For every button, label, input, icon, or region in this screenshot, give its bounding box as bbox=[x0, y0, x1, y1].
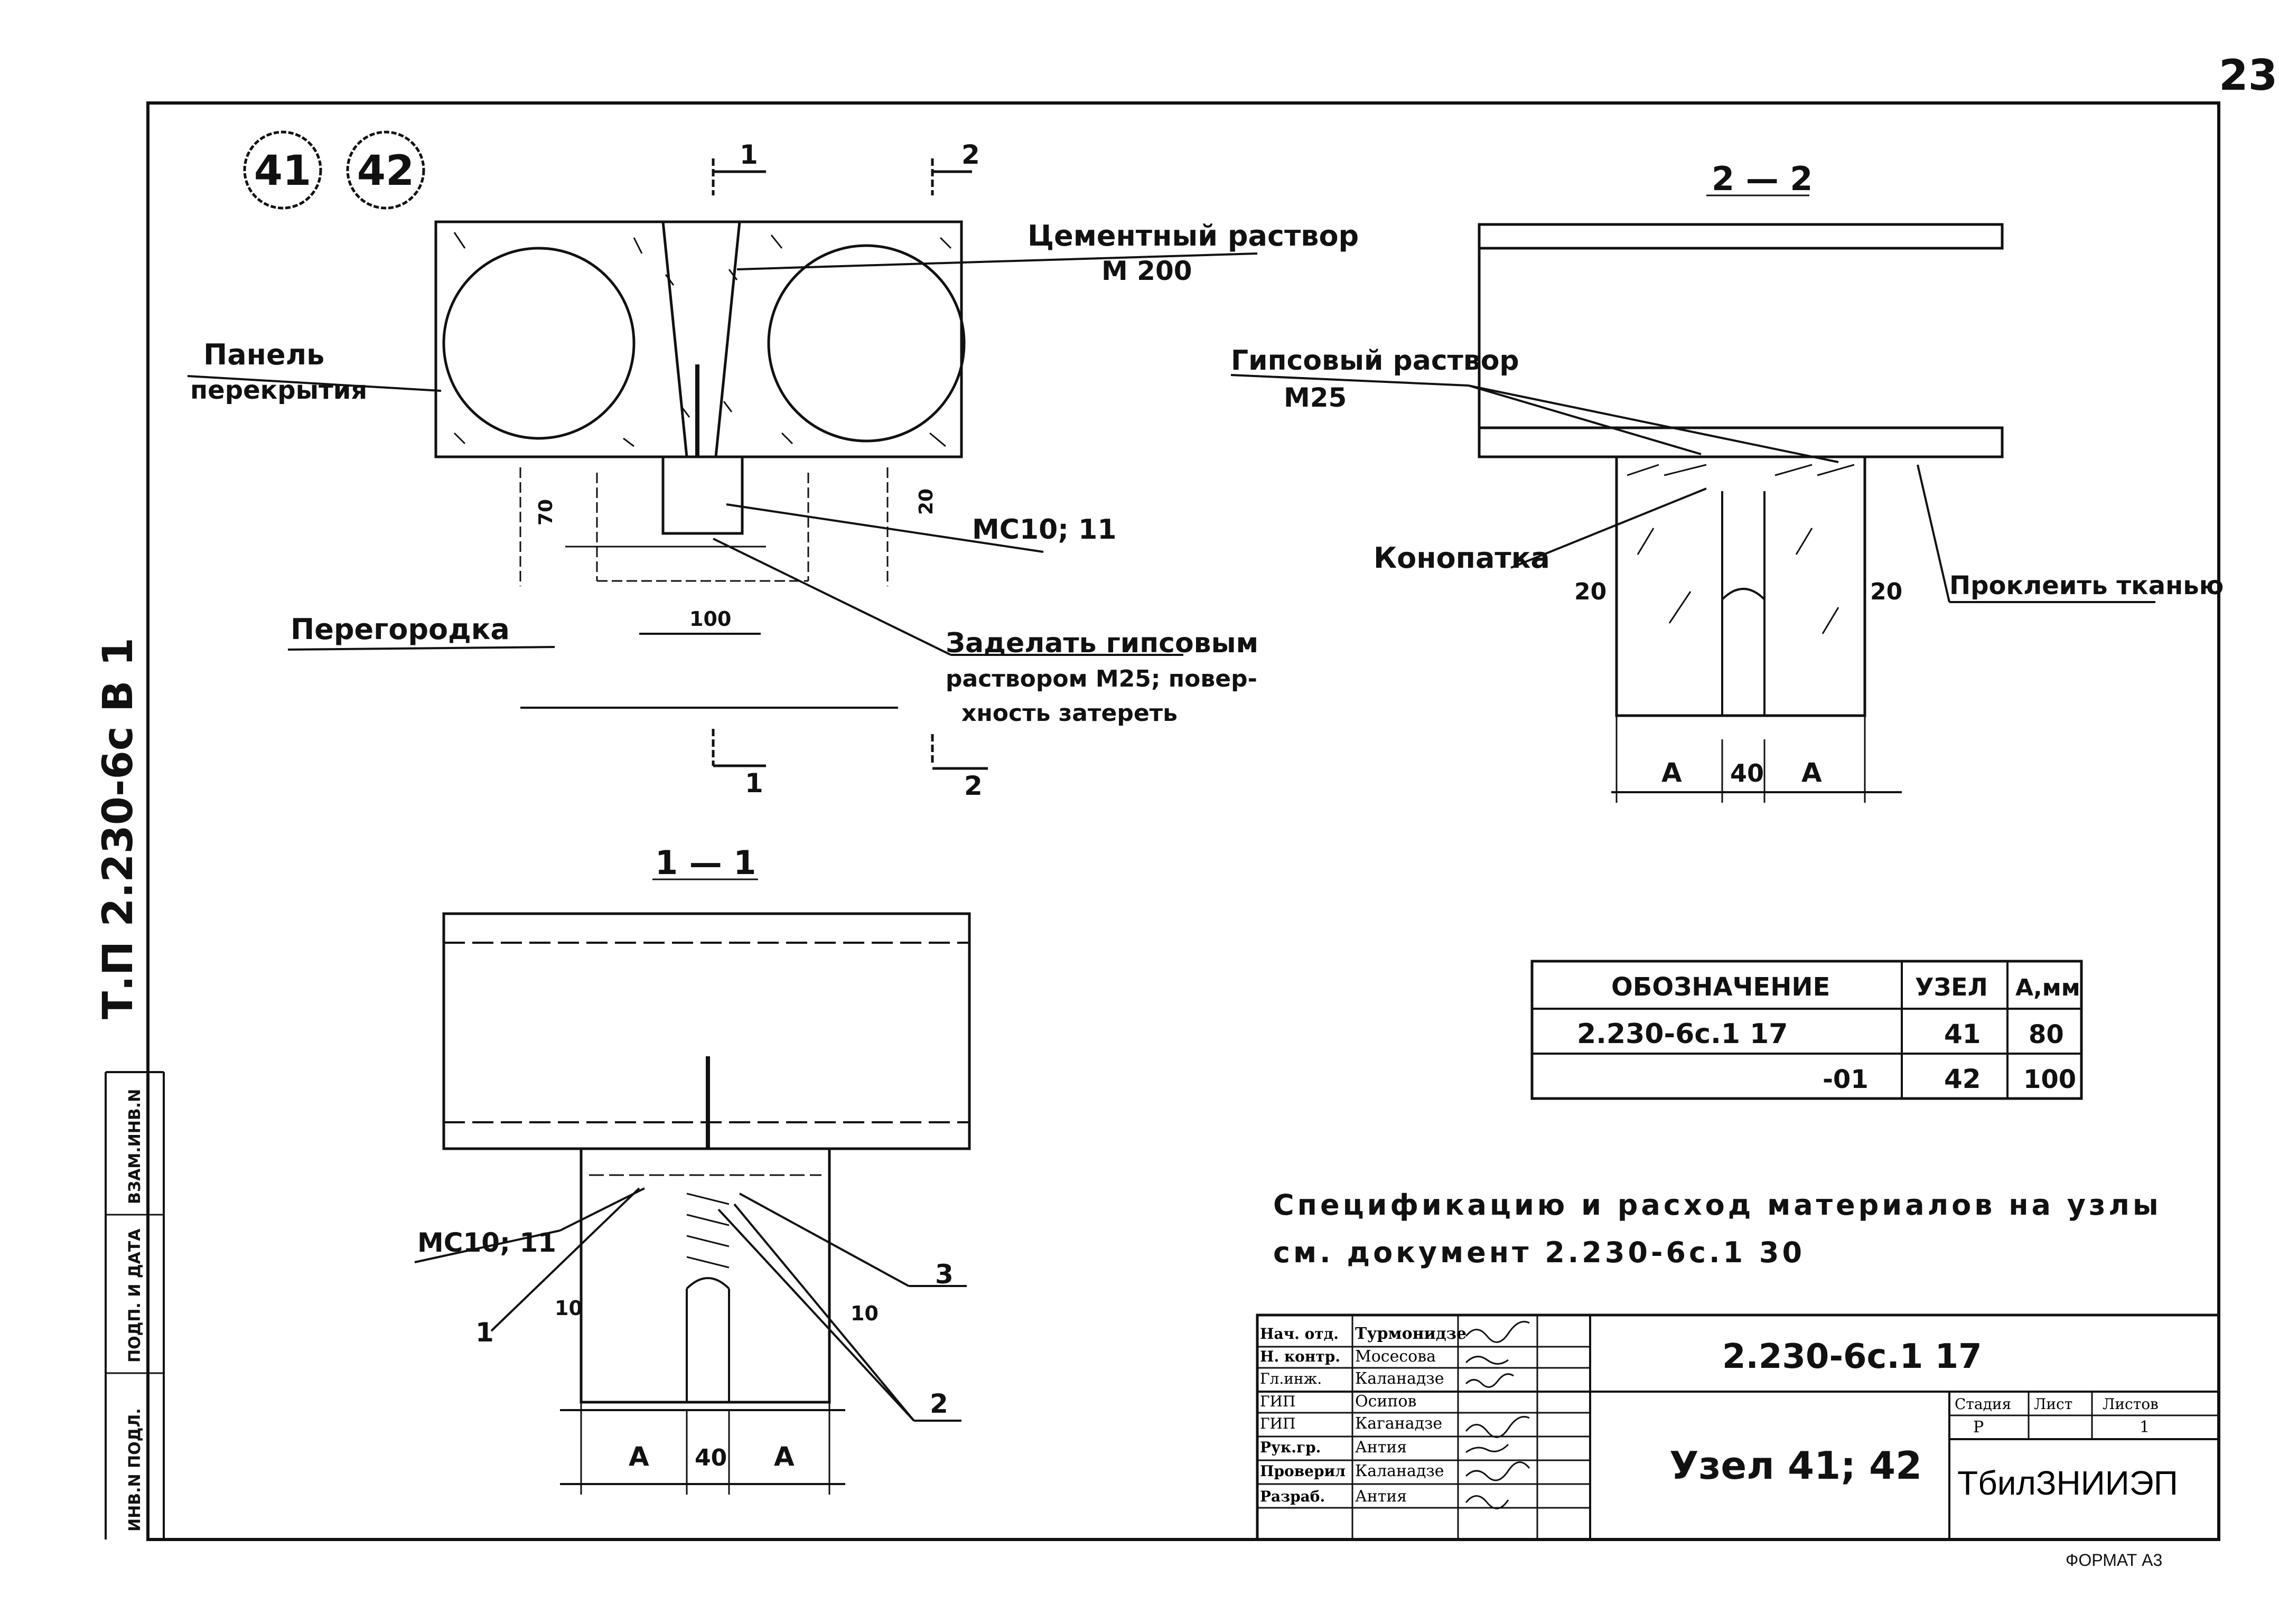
plan-section-mark-1-top: 1 bbox=[740, 139, 758, 170]
s11-dim-right-10: 10 bbox=[851, 1302, 879, 1325]
label-cement-mortar-grade: М 200 bbox=[1101, 256, 1192, 286]
node-marker-42: 42 bbox=[346, 130, 425, 210]
spec-header-node: УЗЕЛ bbox=[1915, 973, 1988, 1001]
spec-cell: 80 bbox=[2029, 1020, 2064, 1049]
tb-doc-code: 2.230-6с.1 17 bbox=[1722, 1337, 1982, 1376]
tb-role: ГИП bbox=[1260, 1393, 1295, 1410]
tb-sheet-title: Узел 41; 42 bbox=[1669, 1443, 1922, 1488]
section-1-1: 1 — 1 МС10; 11 1 3 2 10 bbox=[414, 843, 971, 1495]
s11-dim-left-10: 10 bbox=[555, 1297, 583, 1320]
spec-cell: -01 bbox=[1823, 1065, 1869, 1094]
tb-name: Каганадзе bbox=[1355, 1414, 1442, 1433]
spec-header-designation: ОБОЗНАЧЕНИЕ bbox=[1611, 972, 1830, 1002]
label-bolt-section: МС10; 11 bbox=[417, 1227, 556, 1258]
note-line-2: см. документ 2.230-6с.1 30 bbox=[1273, 1236, 1805, 1269]
label-partition: Перегородка bbox=[291, 613, 510, 646]
callout-2: 2 bbox=[930, 1388, 948, 1419]
tb-sheets-header: Листов bbox=[2103, 1395, 2159, 1413]
tb-name: Каланадзе bbox=[1355, 1369, 1444, 1388]
signatures bbox=[1465, 1321, 1530, 1509]
side-label-signature: ПОДП. И ДАТА bbox=[126, 1228, 144, 1363]
plan-dim-20: 20 bbox=[916, 489, 937, 515]
drawing-frame bbox=[146, 101, 2220, 1541]
spec-cell: 41 bbox=[1944, 1019, 1981, 1049]
format-note: ФОРМАТ А3 bbox=[2066, 1551, 2162, 1570]
label-seal-line3: хность затереть bbox=[961, 700, 1178, 727]
label-gypsum-mortar-grade: М25 bbox=[1284, 382, 1347, 413]
s11-dim-a-right: А bbox=[774, 1441, 795, 1472]
label-bolt-plan: МС10; 11 bbox=[972, 514, 1117, 546]
section-2-2-title: 2 — 2 bbox=[1712, 159, 1813, 198]
tb-name: Антия bbox=[1355, 1487, 1407, 1506]
callout-3: 3 bbox=[935, 1259, 954, 1290]
plan-section-mark-2-top: 2 bbox=[961, 139, 980, 170]
node-marker-41: 41 bbox=[243, 130, 322, 210]
section-1-1-title: 1 — 1 bbox=[655, 843, 756, 882]
tb-name: Турмонидзе bbox=[1355, 1325, 1467, 1343]
tb-sheet-header: Лист bbox=[2034, 1395, 2072, 1413]
page-number: 23 bbox=[2219, 51, 2277, 100]
plan-dim-100: 100 bbox=[689, 607, 731, 631]
s22-dim-40: 40 bbox=[1730, 759, 1764, 787]
plan-section-mark-1-bottom: 1 bbox=[745, 768, 763, 799]
section-2-2: 2 — 2 Гипсовый раствор М25 Конопатк bbox=[1230, 159, 2224, 803]
node-plan-view: 70 20 100 1 2 1 2 Цементный раствор М 20… bbox=[187, 139, 1359, 801]
s11-dim-a-left: А bbox=[629, 1441, 649, 1472]
tb-stage-value: Р bbox=[1973, 1418, 1984, 1437]
tb-sheets-value: 1 bbox=[2140, 1418, 2150, 1437]
spec-cell: 100 bbox=[2023, 1065, 2076, 1094]
tb-organization: ТбилЗНИИЭП bbox=[1957, 1464, 2178, 1502]
svg-text:42: 42 bbox=[357, 147, 415, 195]
tb-name: Осипов bbox=[1355, 1392, 1416, 1411]
tb-role: Разраб. bbox=[1260, 1488, 1325, 1505]
tb-role: Рук.гр. bbox=[1260, 1439, 1321, 1456]
tb-name: Мосесова bbox=[1355, 1347, 1436, 1366]
spec-table: ОБОЗНАЧЕНИЕ УЗЕЛ А,мм 2.230-6с.1 17 41 8… bbox=[1530, 960, 2083, 1100]
tb-role: ГИП bbox=[1260, 1415, 1295, 1432]
side-stamp: Т.П 2.230-6с В 1 bbox=[95, 637, 142, 1019]
s22-dim-a-right: А bbox=[1801, 757, 1822, 788]
side-label-replace: ВЗАМ.ИНВ.N bbox=[126, 1089, 144, 1204]
tb-name: Каланадзе bbox=[1355, 1462, 1444, 1480]
spec-cell: 42 bbox=[1944, 1064, 1981, 1094]
hollow-core-left bbox=[442, 247, 636, 440]
s22-dim-left-20: 20 bbox=[1574, 578, 1606, 605]
side-label-inventory: ИНВ.N ПОДЛ. bbox=[126, 1408, 144, 1532]
s22-dim-right-20: 20 bbox=[1870, 578, 1902, 605]
label-seal-line1: Заделать гипсовым bbox=[946, 627, 1258, 659]
label-gypsum-mortar: Гипсовый раствор bbox=[1231, 345, 1519, 377]
tb-name: Антия bbox=[1355, 1438, 1407, 1457]
label-cement-mortar: Цементный раствор bbox=[1028, 219, 1359, 252]
label-caulking: Конопатка bbox=[1374, 541, 1550, 575]
note-line-1: Спецификацию и расход материалов на узлы bbox=[1273, 1188, 2162, 1222]
label-seal-line2: раствором М25; повер- bbox=[946, 665, 1257, 692]
spec-cell: 2.230-6с.1 17 bbox=[1577, 1018, 1788, 1050]
title-block: Нач. отд. Н. контр. Гл.инж. ГИП ГИП Рук.… bbox=[1256, 1313, 2220, 1541]
tb-stage-header: Стадия bbox=[1955, 1395, 2011, 1413]
svg-text:41: 41 bbox=[254, 147, 312, 195]
s22-dim-a-left: А bbox=[1661, 757, 1682, 788]
plan-dim-70: 70 bbox=[535, 499, 557, 525]
spec-header-a-mm: А,мм bbox=[2015, 974, 2080, 1001]
tb-role: Гл.инж. bbox=[1260, 1370, 1322, 1387]
s11-dim-40: 40 bbox=[695, 1444, 727, 1471]
tb-role: Нач. отд. bbox=[1260, 1325, 1339, 1343]
tb-role: Проверил bbox=[1260, 1462, 1346, 1480]
label-floor-panel-1: Панель bbox=[203, 338, 324, 371]
label-floor-panel-2: перекрытия bbox=[190, 376, 367, 405]
plan-section-mark-2-bottom: 2 bbox=[964, 771, 983, 801]
tb-role: Н. контр. bbox=[1260, 1348, 1340, 1365]
hollow-core-right bbox=[767, 244, 966, 443]
callout-1: 1 bbox=[475, 1317, 494, 1348]
label-fabric-tape: Проклеить тканью bbox=[1949, 571, 2224, 600]
